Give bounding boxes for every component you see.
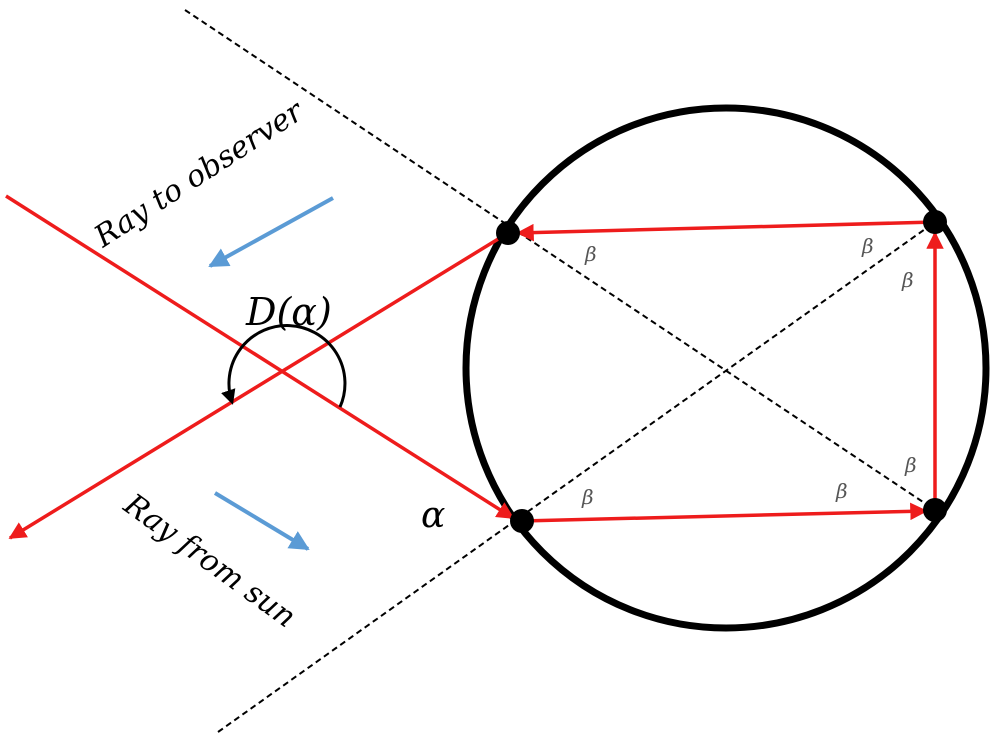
dashed-line-upper [184, 9, 936, 511]
ray-from-sun-label: Ray from sun [116, 487, 302, 635]
point-bottom-right [923, 498, 947, 522]
internal-ray-top [516, 220, 936, 242]
dashed-line-lower [217, 221, 936, 733]
deviation-angle-arc [221, 324, 347, 408]
beta-label-top-left: β [584, 242, 597, 266]
beta-label-right-lower: β [904, 453, 917, 477]
point-bottom-left [510, 509, 534, 533]
droplet-circle [462, 104, 990, 632]
blue-arrow-to-observer [208, 196, 334, 268]
point-top-right [923, 210, 947, 234]
beta-label-right-upper: β [901, 268, 914, 292]
ray-from-sun [5, 194, 515, 520]
beta-label-bottom-left: β [581, 485, 594, 509]
internal-ray-bottom [521, 502, 928, 523]
blue-arrow-from-sun [213, 491, 310, 551]
point-top-left [496, 221, 520, 245]
deviation-label: D(α) [245, 290, 332, 334]
beta-label-bottom-right: β [835, 479, 848, 503]
beta-label-top-right: β [861, 234, 874, 258]
alpha-label: α [421, 495, 445, 536]
ray-to-observer [8, 231, 509, 540]
